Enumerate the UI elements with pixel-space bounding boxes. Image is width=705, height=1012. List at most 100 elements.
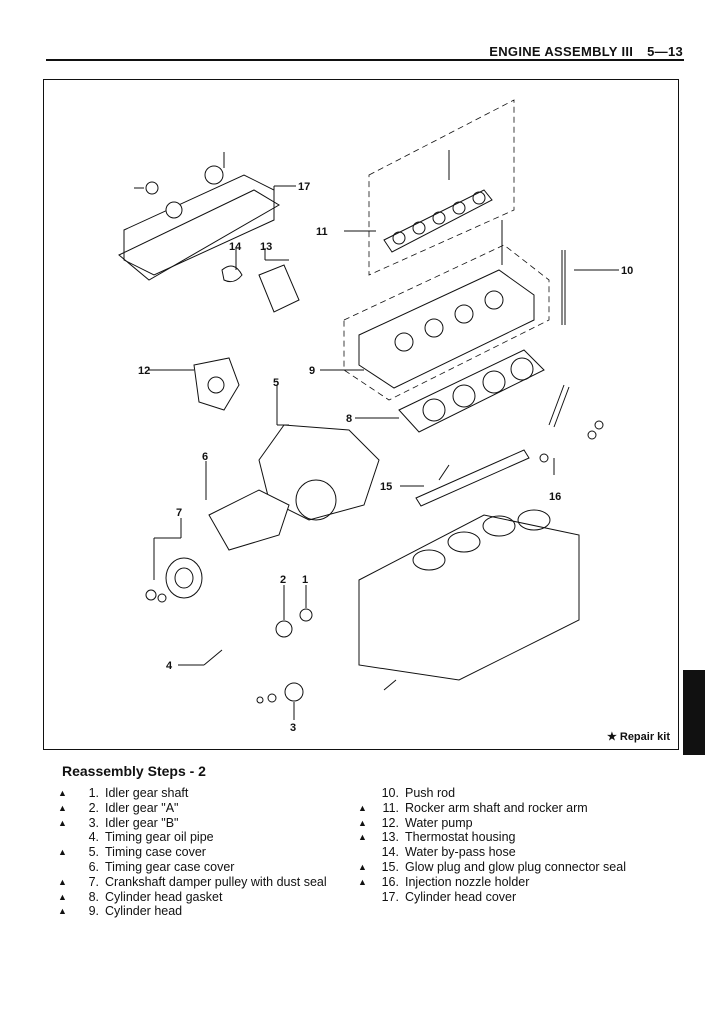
section-tab	[683, 670, 705, 755]
step-item: 14. Water by-pass hose	[358, 845, 658, 860]
step-item: ▲3.Idler gear "B"	[58, 816, 338, 831]
triangle-icon: ▲	[358, 876, 367, 887]
callout-1: 1	[302, 574, 308, 586]
page-number: 5—13	[647, 44, 683, 59]
step-text: Idler gear "A"	[105, 800, 179, 815]
step-number: 17.	[381, 889, 399, 904]
step-number: 9.	[88, 904, 99, 919]
triangle-icon: ▲	[358, 802, 367, 813]
repair-kit-note: ★ Repair kit	[606, 731, 670, 743]
callout-4: 4	[166, 660, 173, 672]
step-item: ▲ 8. Cylinder head gasket	[58, 890, 338, 905]
cylinder-head	[343, 220, 550, 401]
step-text: Cylinder head cover	[405, 889, 517, 904]
step-number: 7.	[88, 874, 99, 889]
callout-3: 3	[290, 722, 296, 734]
cylinder-head-cover	[118, 152, 280, 281]
step-text: Timing gear case cover	[105, 859, 235, 874]
callout-15: 15	[380, 481, 392, 493]
callout-8: 8	[346, 413, 352, 425]
cylinder-block	[358, 509, 580, 691]
callout-12: 12	[138, 365, 150, 377]
step-number: 4.	[88, 830, 99, 845]
step-text: Water by-pass hose	[405, 845, 516, 860]
callout-7: 7	[176, 507, 182, 519]
step-number: 1.	[88, 786, 99, 800]
page-header: ENGINE ASSEMBLY III 5—13	[479, 44, 683, 59]
exploded-diagram: 17 11 10 14 13 12 9 5 8 6 15 16 7 2 1 4 …	[43, 79, 679, 750]
triangle-icon: ▲	[358, 817, 367, 828]
step-text: Cylinder head	[105, 904, 183, 919]
idler-gears	[256, 608, 313, 704]
step-item: ▲ 9. Cylinder head	[58, 904, 338, 919]
triangle-icon: ▲	[58, 906, 67, 917]
header-rule	[46, 59, 684, 61]
steps-list-left: ▲ 1. Idler gear shaft ▲ 2. Idler gear "A" ▲ 3. I…	[58, 786, 338, 919]
step-number: 16.	[381, 874, 399, 889]
callout-9: 9	[309, 365, 315, 377]
bypass-hose	[221, 265, 243, 283]
triangle-icon: ▲	[358, 861, 367, 872]
step-item: 6. Timing gear case cover	[58, 860, 338, 875]
triangle-icon: ▲	[58, 847, 67, 858]
water-pump	[193, 357, 240, 411]
step-text: Cylinder head gasket	[105, 889, 223, 904]
step-item: 4. Timing gear oil pipe	[58, 830, 338, 845]
step-number: 3.	[88, 815, 99, 830]
triangle-icon	[358, 890, 371, 905]
step-number: 11.	[382, 800, 399, 815]
diagram-drawing: 17 11 10 14 13 12 9 5 8 6 15 16 7 2 1 4 …	[118, 99, 633, 734]
glow-plug-connector	[415, 449, 530, 507]
step-text: Timing case cover	[105, 845, 206, 860]
injection-nozzle-holder	[539, 384, 604, 463]
step-item: ▲ 5. Timing case cover	[58, 845, 338, 860]
triangle-icon: ▲	[58, 891, 67, 902]
callout-13: 13	[260, 241, 272, 253]
step-number: 10.	[381, 786, 399, 800]
step-text: Idler gear "B"	[105, 815, 179, 830]
step-number: 2.	[88, 800, 99, 815]
step-number: 5.	[88, 845, 99, 860]
step-number: 14.	[381, 845, 399, 860]
step-number: 8.	[88, 889, 99, 904]
step-text: Rocker arm shaft and rocker arm	[405, 800, 588, 815]
callout-11: 11	[316, 226, 328, 238]
step-item: 10. Push rod	[358, 786, 658, 801]
step-text: Water pump	[405, 815, 473, 830]
step-number: 13.	[381, 830, 399, 845]
callout-14: 14	[229, 241, 242, 253]
step-number: 15.	[381, 859, 399, 874]
step-number: 6.	[88, 859, 99, 874]
step-text: Timing gear oil pipe	[105, 830, 214, 845]
callout-16: 16	[549, 491, 561, 503]
step-text: Glow plug and glow plug connector seal	[405, 859, 626, 874]
step-text: Injection nozzle holder	[405, 874, 530, 889]
step-text: Push rod	[405, 786, 456, 800]
triangle-icon: ▲	[58, 876, 67, 887]
triangle-icon	[358, 786, 371, 801]
step-item: ▲ 2. Idler gear "A"	[58, 801, 338, 816]
triangle-icon: ▲	[58, 802, 67, 813]
step-item: ▲ 15. Glow plug and glow plug connector se…	[358, 860, 658, 875]
timing-gear-case-cover	[208, 489, 290, 551]
step-text: Crankshaft damper pulley with dust seal	[105, 874, 327, 889]
callout-6: 6	[202, 451, 208, 463]
damper-pulley	[145, 557, 203, 603]
callout-10: 10	[621, 265, 633, 277]
callout-5: 5	[273, 377, 279, 389]
step-item: 17. Cylinder head cover	[358, 890, 658, 905]
step-number: 12.	[381, 815, 399, 830]
rocker-arm-assembly	[368, 99, 515, 276]
section-title: ENGINE ASSEMBLY III	[489, 44, 634, 59]
oil-pipe	[203, 649, 223, 666]
step-item: ▲1.Idler gear shaft	[58, 786, 338, 801]
step-item: ▲ 13. Thermostat housing	[358, 830, 658, 845]
callout-2: 2	[280, 574, 286, 586]
step-text: Thermostat housing	[405, 830, 516, 845]
steps-list-right: 10. Push rod ▲ 11. Rocker arm shaft and rock…	[358, 786, 658, 904]
thermostat-housing	[258, 264, 300, 313]
step-text: Idler gear shaft	[105, 786, 189, 800]
step-item: ▲ 12. Water pump	[358, 816, 658, 831]
step-item: ▲ 16. Injection nozzle holder	[358, 875, 658, 890]
triangle-icon: ▲	[358, 832, 367, 843]
